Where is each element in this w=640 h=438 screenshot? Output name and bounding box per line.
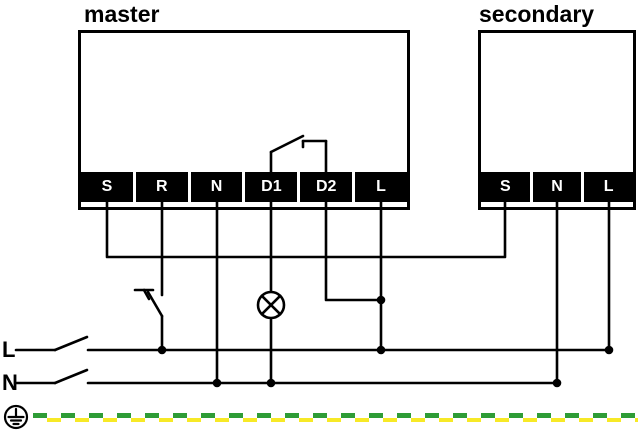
- line-supply-label: L: [2, 337, 16, 362]
- secondary-device-box: S N L: [478, 30, 636, 210]
- push-button-icon: [133, 288, 164, 318]
- s-interlink-wire: [105, 200, 507, 259]
- junction-dot: [212, 378, 222, 388]
- line-supply-wire: [14, 335, 611, 352]
- secondary-terminal-l: L: [584, 172, 634, 202]
- secondary-terminal-n: N: [532, 172, 582, 202]
- neutral-supply-wire: [14, 368, 559, 385]
- master-terminal-strip: S R N D1 D2 L: [81, 172, 407, 202]
- pe-conductor: [33, 413, 638, 422]
- junction-dot: [157, 345, 167, 355]
- junction-dot: [552, 378, 562, 388]
- junction-dot: [376, 345, 386, 355]
- junction-dot: [604, 345, 614, 355]
- disconnect-switch-icon: [53, 335, 89, 352]
- master-terminal-d2: D2: [300, 172, 353, 202]
- secondary-terminal-s: S: [481, 172, 530, 202]
- d2-wire: [324, 200, 383, 302]
- lamp-icon: [256, 290, 286, 320]
- master-terminal-s: S: [81, 172, 133, 202]
- junction-dot: [266, 378, 276, 388]
- master-terminal-n: N: [190, 172, 243, 202]
- secondary-terminal-strip: S N L: [481, 172, 634, 202]
- pe-conductor-yellow-dashes: [33, 417, 638, 422]
- earth-icon: [3, 404, 29, 430]
- master-terminal-d1: D1: [245, 172, 298, 202]
- master-terminal-l: L: [355, 172, 407, 202]
- master-device-label: master: [84, 1, 160, 27]
- secondary-device-label: secondary: [479, 1, 595, 27]
- disconnect-switch-icon: [53, 368, 89, 385]
- neutral-supply-label: N: [2, 370, 18, 395]
- master-device-box: S R N D1 D2 L: [78, 30, 410, 210]
- master-terminal-r: R: [135, 172, 188, 202]
- pe-conductor-green-dashes: [33, 413, 638, 418]
- junction-dot: [376, 295, 386, 305]
- relay-contact-icon: [269, 134, 328, 174]
